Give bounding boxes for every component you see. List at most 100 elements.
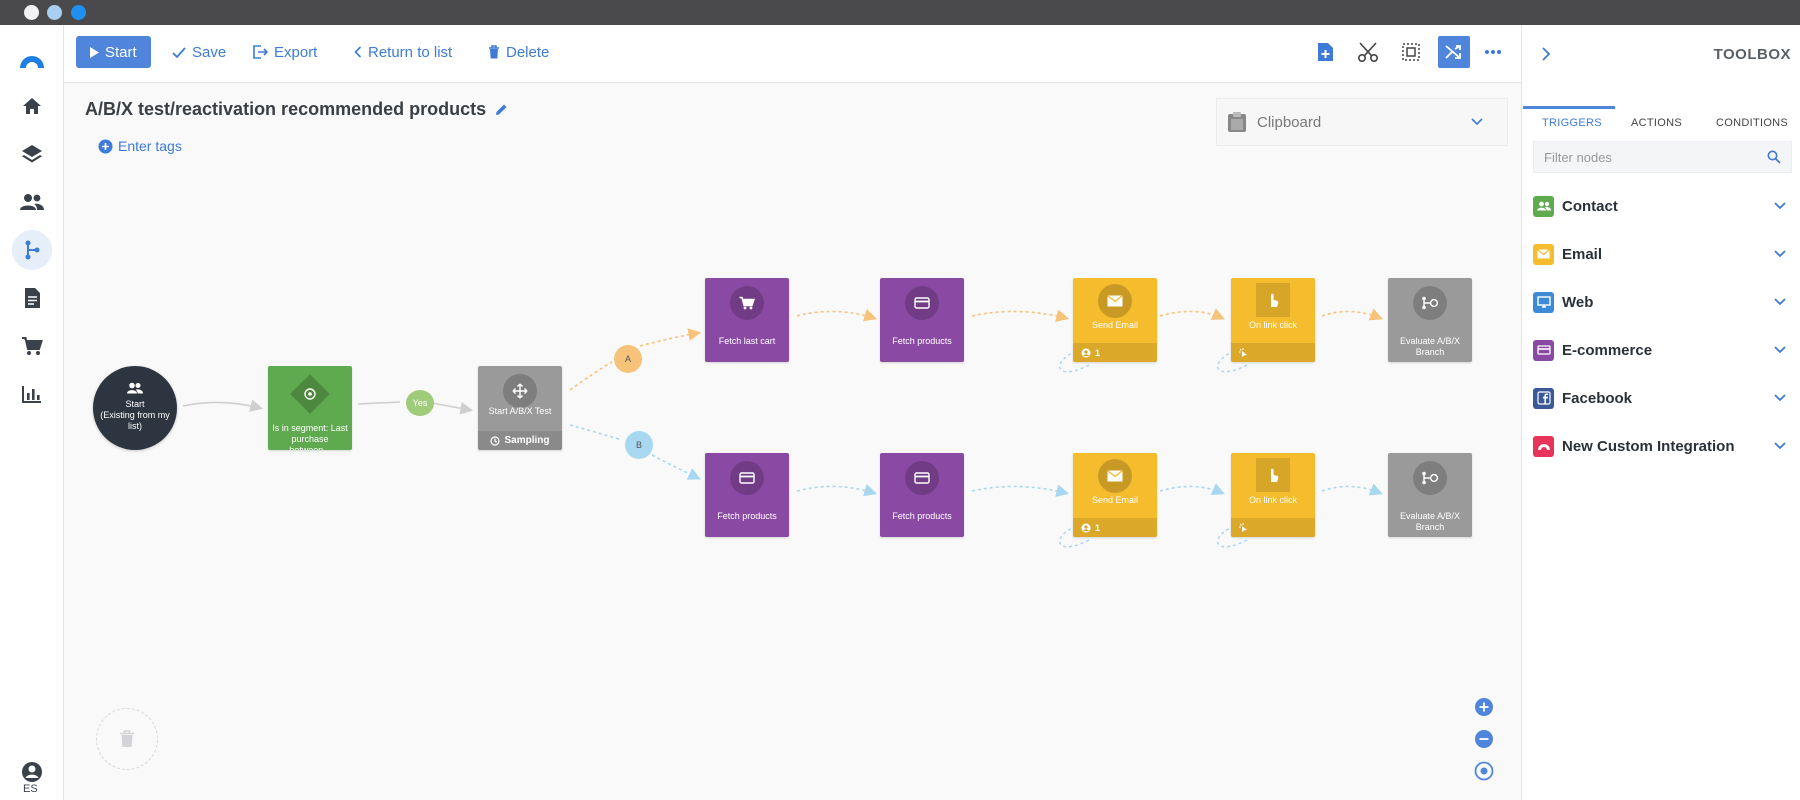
category-email[interactable]: Email bbox=[1533, 241, 1792, 267]
user-avatar[interactable] bbox=[21, 761, 43, 783]
tab-triggers[interactable]: TRIGGERS bbox=[1542, 117, 1602, 129]
fetch-products-label-b2: Fetch products bbox=[892, 511, 952, 521]
category-contact-label: Contact bbox=[1562, 197, 1618, 215]
on-link-click-node-a[interactable]: On link click bbox=[1231, 278, 1315, 362]
evaluate-label-a: Evaluate A/B/X Branch bbox=[1399, 336, 1461, 357]
category-new-custom-integration-label: New Custom Integration bbox=[1562, 437, 1735, 455]
on-link-click-footer-a bbox=[1231, 343, 1315, 362]
return-to-list-button[interactable]: Return to list bbox=[354, 36, 452, 68]
branch-a-text: A bbox=[624, 354, 631, 364]
toolbox-title: TOOLBOX bbox=[1713, 46, 1791, 63]
start-node[interactable]: Start (Existing from my list) bbox=[93, 366, 177, 450]
home-icon[interactable] bbox=[12, 86, 52, 126]
drop-to-delete-zone[interactable] bbox=[96, 708, 158, 770]
envelope-icon bbox=[1098, 284, 1132, 318]
fetch-last-cart-node[interactable]: Fetch last cart bbox=[705, 278, 789, 362]
chevron-down-icon bbox=[1471, 118, 1483, 126]
branch-a-label: A bbox=[614, 345, 642, 373]
collapse-panel-icon[interactable] bbox=[1541, 47, 1551, 61]
zoom-out-icon[interactable] bbox=[1474, 729, 1494, 749]
return-button-label: Return to list bbox=[368, 43, 453, 61]
evaluate-branch-node-a[interactable]: Evaluate A/B/X Branch bbox=[1388, 278, 1472, 362]
send-email-node-b[interactable]: Send Email 1 bbox=[1073, 453, 1157, 537]
evaluate-label-b: Evaluate A/B/X Branch bbox=[1399, 511, 1461, 532]
edit-pencil-icon[interactable] bbox=[494, 103, 508, 117]
export-button[interactable]: Export bbox=[252, 36, 317, 68]
send-email-count-b: 1 bbox=[1095, 522, 1101, 533]
contacts-icon bbox=[127, 382, 143, 394]
send-email-footer-b: 1 bbox=[1073, 518, 1157, 537]
segment-condition-node[interactable]: Is in segment: Last purchase between... bbox=[268, 366, 352, 450]
shuffle-toggle-icon[interactable] bbox=[1438, 36, 1470, 68]
chevron-down-icon bbox=[1774, 298, 1786, 306]
on-link-click-node-b[interactable]: On link click bbox=[1231, 453, 1315, 537]
brand-logo-icon[interactable] bbox=[12, 39, 52, 79]
clock-icon bbox=[490, 435, 501, 446]
fetch-products-label-b1: Fetch products bbox=[717, 511, 777, 521]
on-link-click-label-a: On link click bbox=[1248, 320, 1297, 330]
yes-branch-label: Yes bbox=[406, 390, 434, 416]
chevron-down-icon bbox=[1774, 394, 1786, 402]
filter-placeholder: Filter nodes bbox=[1544, 149, 1612, 165]
custom-integration-icon bbox=[1533, 435, 1554, 457]
category-facebook[interactable]: Facebook bbox=[1533, 385, 1792, 411]
click-icon bbox=[1239, 347, 1247, 357]
more-options-icon[interactable] bbox=[1477, 36, 1509, 68]
toolbox-panel: TOOLBOX TRIGGERS ACTIONS CONDITIONS Filt… bbox=[1521, 25, 1800, 800]
check-icon bbox=[172, 46, 186, 58]
reports-icon[interactable] bbox=[12, 374, 52, 414]
ab-test-node[interactable]: Start A/B/X Test Sampling bbox=[478, 366, 562, 450]
web-category-icon bbox=[1533, 291, 1554, 313]
send-email-node-a[interactable]: Send Email 1 bbox=[1073, 278, 1157, 362]
left-navigation: ES bbox=[0, 25, 64, 800]
active-tab-indicator bbox=[1523, 106, 1615, 109]
fetch-products-node-b1[interactable]: Fetch products bbox=[705, 453, 789, 537]
automation-icon[interactable] bbox=[12, 230, 52, 270]
ecommerce-category-icon bbox=[1533, 339, 1554, 361]
select-area-icon[interactable] bbox=[1395, 36, 1427, 68]
category-contact[interactable]: Contact bbox=[1533, 193, 1792, 219]
workflow-title-text: A/B/X test/reactivation recommended prod… bbox=[85, 99, 487, 119]
save-button[interactable]: Save bbox=[172, 36, 226, 68]
send-email-label-a: Send Email bbox=[1091, 320, 1139, 330]
start-node-subtitle-end: list) bbox=[128, 421, 142, 431]
window-maximize-button[interactable] bbox=[71, 5, 86, 20]
scissors-icon[interactable] bbox=[1352, 36, 1384, 68]
tab-conditions[interactable]: CONDITIONS bbox=[1716, 117, 1789, 129]
add-note-icon[interactable] bbox=[1309, 36, 1341, 68]
export-icon bbox=[253, 45, 268, 59]
zoom-in-icon[interactable] bbox=[1474, 697, 1494, 717]
category-new-custom-integration[interactable]: New Custom Integration bbox=[1533, 433, 1792, 459]
evaluate-icon bbox=[1413, 461, 1447, 495]
center-view-icon[interactable] bbox=[1474, 761, 1494, 781]
window-titlebar bbox=[0, 0, 1800, 25]
delete-button-label: Delete bbox=[506, 43, 550, 61]
language-label[interactable]: ES bbox=[23, 783, 38, 795]
category-web[interactable]: Web bbox=[1533, 289, 1792, 315]
fetch-products-node-b2[interactable]: Fetch products bbox=[880, 453, 964, 537]
enter-tags-button[interactable]: Enter tags bbox=[98, 138, 182, 154]
export-button-label: Export bbox=[274, 43, 318, 61]
window-minimize-button[interactable] bbox=[47, 5, 62, 20]
cart-icon[interactable] bbox=[12, 326, 52, 366]
contacts-icon[interactable] bbox=[12, 182, 52, 222]
pointer-icon bbox=[1256, 458, 1290, 492]
tab-actions[interactable]: ACTIONS bbox=[1631, 117, 1682, 129]
layers-icon[interactable] bbox=[12, 134, 52, 174]
fetch-products-node-a[interactable]: Fetch products bbox=[880, 278, 964, 362]
chevron-down-icon bbox=[1774, 202, 1786, 210]
branch-b-text: B bbox=[635, 440, 642, 450]
filter-nodes-input[interactable]: Filter nodes bbox=[1533, 141, 1792, 173]
window-close-button[interactable] bbox=[24, 5, 39, 20]
play-icon bbox=[90, 46, 99, 58]
evaluate-branch-node-b[interactable]: Evaluate A/B/X Branch bbox=[1388, 453, 1472, 537]
clipboard-panel[interactable]: Clipboard bbox=[1216, 98, 1508, 146]
start-node-title: Start bbox=[125, 399, 145, 409]
fetch-products-label-a: Fetch products bbox=[892, 336, 952, 346]
delete-button[interactable]: Delete bbox=[488, 36, 549, 68]
category-ecommerce[interactable]: E-commerce bbox=[1533, 337, 1792, 363]
document-icon[interactable] bbox=[12, 278, 52, 318]
click-icon bbox=[1239, 522, 1247, 532]
pointer-icon bbox=[1256, 283, 1290, 317]
start-button[interactable]: Start bbox=[76, 36, 151, 68]
